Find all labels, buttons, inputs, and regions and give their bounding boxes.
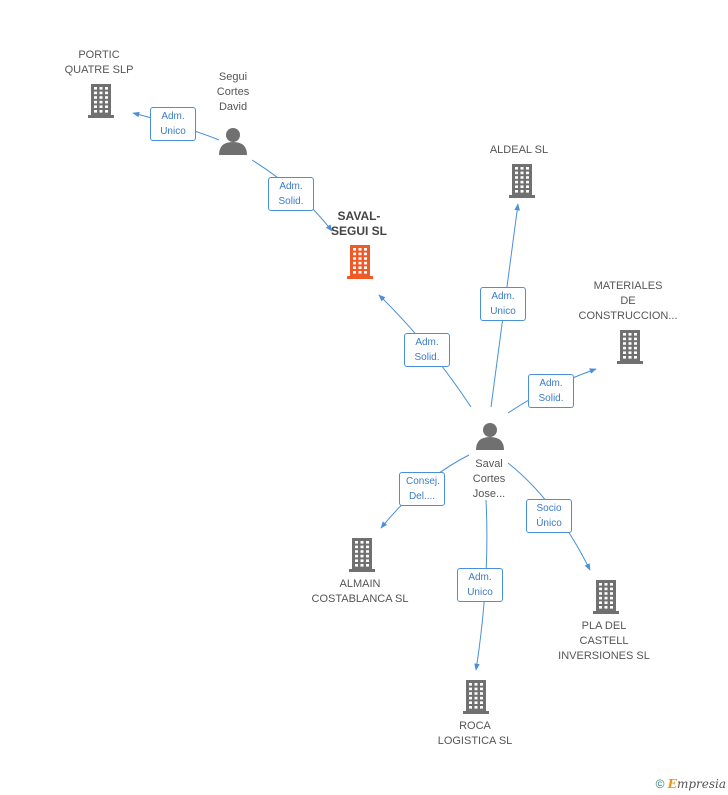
edge-label-segui-saval_segui[interactable]: Adm. Solid. bbox=[268, 177, 314, 211]
node-label-line: Cortes bbox=[216, 86, 250, 98]
company-icon-almain[interactable] bbox=[349, 538, 375, 572]
company-icon-pla[interactable] bbox=[593, 580, 619, 614]
node-label-line: COSTABLANCA SL bbox=[311, 593, 409, 605]
company-icon-materiales[interactable] bbox=[617, 330, 643, 364]
brand-rest: mpresia bbox=[676, 777, 726, 791]
edge-label-line: Adm. bbox=[468, 572, 492, 583]
edge-label-line: Unico bbox=[160, 126, 186, 137]
node-label-line: DE bbox=[620, 295, 636, 307]
company-icon-portic[interactable] bbox=[88, 84, 114, 118]
edge-label-saval_jose-aldeal[interactable]: Adm. Unico bbox=[480, 287, 526, 321]
edge-label-saval_jose-roca[interactable]: Adm. Unico bbox=[457, 568, 503, 602]
node-label-portic[interactable]: PORTIC QUATRE SLP bbox=[39, 48, 159, 78]
node-label-line: SEGUI SL bbox=[330, 224, 387, 238]
edge-label-line: Unico bbox=[467, 587, 493, 598]
edge-label-line: Socio bbox=[536, 503, 562, 514]
node-label-line: SAVAL- bbox=[337, 209, 381, 223]
node-label-materiales[interactable]: MATERIALES DE CONSTRUCCION... bbox=[568, 279, 688, 324]
node-label-line: INVERSIONES SL bbox=[558, 650, 650, 662]
node-label-saval_segui[interactable]: SAVAL-SEGUI SL bbox=[299, 209, 419, 239]
node-label-roca[interactable]: ROCA LOGISTICA SL bbox=[415, 719, 535, 749]
node-label-line: Saval bbox=[475, 458, 503, 470]
node-label-line: LOGISTICA SL bbox=[437, 735, 513, 747]
edge-label-line: Consej. bbox=[406, 476, 440, 487]
edge-label-line: Del.... bbox=[408, 491, 436, 502]
company-icon-saval_segui[interactable] bbox=[347, 245, 373, 279]
node-label-line: ALDEAL SL bbox=[489, 144, 549, 156]
person-icon-segui[interactable] bbox=[219, 128, 247, 155]
node-label-line: Jose... bbox=[472, 488, 506, 500]
edge-label-line: Solid. bbox=[278, 196, 304, 207]
edge-label-line: Adm. bbox=[539, 378, 563, 389]
edge-label-line: Unico bbox=[490, 306, 516, 317]
node-label-pla[interactable]: PLA DEL CASTELL INVERSIONES SL bbox=[544, 619, 664, 664]
person-icon-saval_jose[interactable] bbox=[476, 423, 504, 450]
copyright-symbol: © bbox=[655, 777, 665, 791]
node-label-line: PLA DEL bbox=[581, 620, 627, 632]
edge-label-line: Único bbox=[536, 518, 562, 529]
node-label-line: ROCA bbox=[459, 720, 491, 732]
node-label-aldeal[interactable]: ALDEAL SL bbox=[459, 143, 579, 158]
company-icon-roca[interactable] bbox=[463, 680, 489, 714]
edge-label-line: Solid. bbox=[414, 352, 440, 363]
copyright-footer: © Empresia bbox=[656, 777, 726, 791]
edge-label-line: Solid. bbox=[538, 393, 564, 404]
node-label-line: CASTELL bbox=[579, 635, 629, 647]
node-label-line: MATERIALES bbox=[593, 280, 663, 292]
empresia-logo[interactable]: Empresia bbox=[668, 777, 726, 791]
edge-label-line: Adm. bbox=[491, 291, 515, 302]
edge-label-segui-portic[interactable]: Adm. Unico bbox=[150, 107, 196, 141]
brand-initial: E bbox=[667, 777, 677, 791]
node-label-line: ALMAIN bbox=[339, 578, 381, 590]
node-label-almain[interactable]: ALMAIN COSTABLANCA SL bbox=[300, 577, 420, 607]
edge-label-saval_jose-saval_segui[interactable]: Adm. Solid. bbox=[404, 333, 450, 367]
node-label-line: Cortes bbox=[472, 473, 506, 485]
node-label-line: CONSTRUCCION... bbox=[578, 310, 678, 322]
node-label-line: Segui bbox=[218, 71, 248, 83]
node-label-line: PORTIC bbox=[78, 49, 120, 61]
edge-label-saval_jose-materiales[interactable]: Adm. Solid. bbox=[528, 374, 574, 408]
edge-label-saval_jose-almain[interactable]: Consej. Del.... bbox=[399, 472, 445, 506]
node-label-line: QUATRE SLP bbox=[64, 64, 134, 76]
company-icon-aldeal[interactable] bbox=[509, 164, 535, 198]
edge-label-line: Adm. bbox=[279, 181, 303, 192]
node-label-line: David bbox=[218, 101, 248, 113]
edge-label-line: Adm. bbox=[415, 337, 439, 348]
edge-label-line: Adm. bbox=[161, 111, 185, 122]
